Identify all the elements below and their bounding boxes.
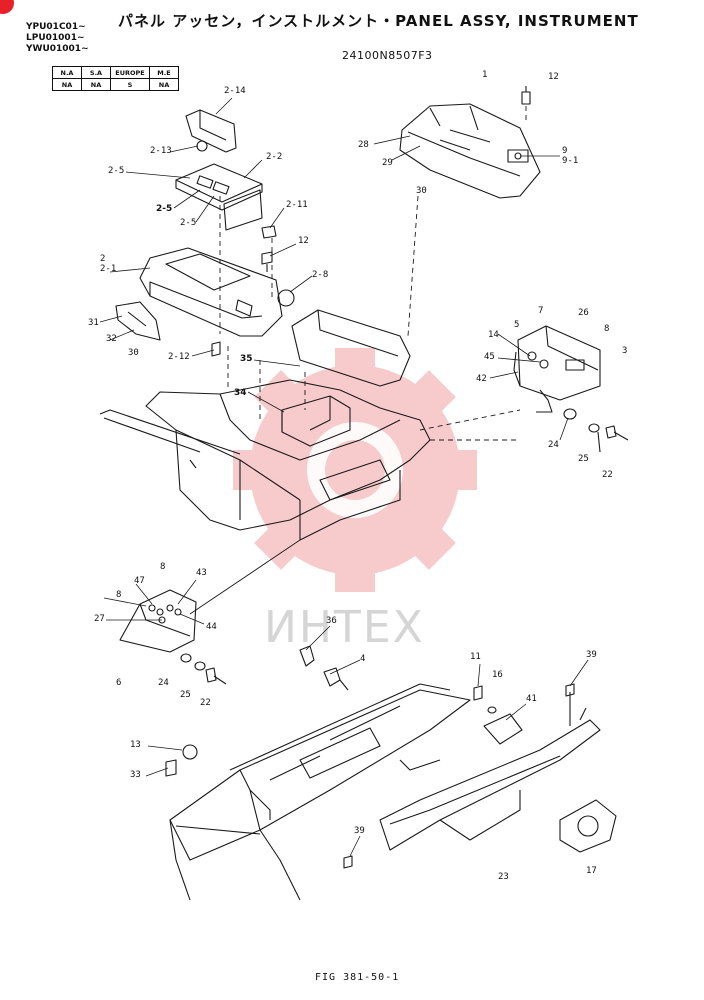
console-upper-cover	[139, 247, 283, 337]
page-title: パネル アッセン，インストルメント・PANEL ASSY, INSTRUMENT	[118, 12, 639, 30]
switch-box-right	[513, 325, 601, 413]
callout-label: 24	[548, 440, 559, 450]
callout-label: 29	[382, 158, 393, 168]
callout-label: 27	[94, 614, 105, 624]
callout-label: 2-5	[108, 166, 125, 176]
callout-label: 22	[602, 470, 613, 480]
callout-label: 2-8	[312, 270, 329, 280]
part-number: 24100N8507F3	[342, 49, 433, 62]
serial-range: YPU01C01~	[26, 22, 86, 32]
callout-label: 2	[100, 254, 106, 264]
serial-range: YWU01001~	[26, 44, 89, 54]
callout-label: 3	[622, 346, 628, 356]
serial-range: LPU01001~	[26, 33, 85, 43]
callout-label: 32	[106, 334, 117, 344]
console-body	[145, 379, 431, 541]
callout-label: 28	[358, 140, 369, 150]
callout-label: 33	[130, 770, 141, 780]
callout-label: 12	[548, 72, 559, 82]
callout-label: 2-12	[168, 352, 190, 362]
callout-label: 9-1	[562, 156, 579, 166]
market-value-cell: NA	[52, 78, 82, 91]
callout-label: 25	[180, 690, 191, 700]
market-value-cell: NA	[149, 78, 179, 91]
watermark-text: ИНТЕХ	[264, 602, 425, 653]
callout-label: 30	[128, 348, 139, 358]
callout-label: 2-11	[286, 200, 308, 210]
callout-label: 31	[88, 318, 99, 328]
figure-caption: FIG 381-50-1	[315, 972, 400, 983]
callout-label: 7	[538, 306, 544, 316]
callout-label: 44	[206, 622, 217, 632]
callout-label: 35	[240, 354, 253, 364]
callout-label: 6	[116, 678, 122, 688]
callout-label: 41	[526, 694, 537, 704]
callout-label: 8	[604, 324, 610, 334]
callout-label: 2-14	[224, 86, 246, 96]
callout-label: 36	[326, 616, 337, 626]
callout-label: 34	[234, 388, 247, 398]
market-value-row: NA NA S NA	[52, 78, 179, 91]
lower-frame	[169, 683, 471, 901]
callout-label: 30	[416, 186, 427, 196]
callout-label: 42	[476, 374, 487, 384]
callout-label: 39	[586, 650, 597, 660]
callout-label: 26	[578, 308, 589, 318]
callout-label: 45	[484, 352, 495, 362]
switch-panel-left	[119, 589, 197, 653]
callout-label: 16	[492, 670, 503, 680]
callout-label: 22	[200, 698, 211, 708]
callout-label: 25	[578, 454, 589, 464]
callout-label: 14	[488, 330, 499, 340]
callout-label: 17	[586, 866, 597, 876]
instrument-cover	[399, 103, 541, 199]
callout-label: 2-13	[150, 146, 172, 156]
callout-label: 43	[196, 568, 207, 578]
callout-label: 13	[130, 740, 141, 750]
callout-label: 24	[158, 678, 169, 688]
callout-label: 8	[116, 590, 122, 600]
market-table: N.A S.A EUROPE M.E NA NA S NA	[52, 66, 179, 91]
callout-label: 23	[498, 872, 509, 882]
corner-badge-icon	[0, 0, 14, 14]
callout-label: 12	[298, 236, 309, 246]
callout-label: 1	[482, 70, 488, 80]
callout-label: 2-1	[100, 264, 117, 274]
callout-label: 9	[562, 146, 568, 156]
callout-label: 8	[160, 562, 166, 572]
callout-label: 2-5	[180, 218, 197, 228]
callout-label: 4	[360, 654, 366, 664]
callout-label: 39	[354, 826, 365, 836]
callout-label: 5	[514, 320, 520, 330]
callout-label: 11	[470, 652, 481, 662]
callout-label: 47	[134, 576, 145, 586]
callout-label: 2-2	[266, 152, 283, 162]
callout-label: 2-5	[156, 204, 173, 214]
